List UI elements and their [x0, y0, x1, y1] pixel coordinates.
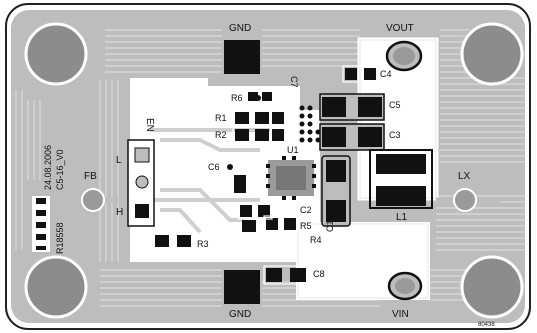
date-text: 24.08.2006: [43, 144, 53, 190]
cap-c5: [319, 93, 385, 121]
en-header: [127, 139, 155, 227]
en-label: EN: [144, 118, 155, 132]
fb-testpoint: [60, 188, 118, 212]
r1-label: R1: [215, 113, 227, 123]
drawing-number-text: 80438: [478, 322, 495, 328]
input-trace-outline: [297, 223, 429, 299]
l1-label: L1: [396, 212, 408, 223]
r3-label: R3: [197, 239, 209, 249]
via-array: [227, 95, 321, 170]
mount-holes: [24, 22, 524, 319]
c1-label: C1: [325, 220, 335, 232]
lx-label: LX: [458, 171, 471, 182]
en-low-label: L: [116, 155, 122, 166]
cap-c3: [319, 123, 385, 151]
u1-label: U1: [287, 145, 299, 155]
gnd-bottom-pad: [224, 270, 260, 304]
c4-label: C4: [380, 69, 392, 79]
board-name-text: C5-16_V0: [55, 149, 65, 190]
c6-label: C6: [208, 162, 220, 172]
trace-lines-top: [105, 29, 525, 163]
en-traces: [150, 128, 270, 234]
cap-c1: [321, 155, 351, 227]
vout-testpoint: [385, 40, 423, 72]
gnd-bottom-label: GND: [229, 309, 252, 320]
r6-label: R6: [231, 93, 243, 103]
en-high-label: H: [116, 207, 124, 218]
vin-testpoint: [387, 271, 423, 301]
c8-label: C8: [313, 269, 325, 279]
r2-label: R2: [215, 130, 227, 140]
vin-label: VIN: [392, 309, 409, 320]
c5-label: C5: [389, 100, 401, 110]
edge-connector: [32, 196, 50, 252]
trace-lines-left: [15, 80, 119, 262]
fb-label: FB: [84, 171, 97, 182]
c3-label: C3: [389, 130, 401, 140]
inductor-l1: [369, 149, 433, 209]
lx-testpoint: [436, 188, 500, 212]
r5-label: R5: [300, 221, 312, 231]
r4-label: R4: [310, 235, 322, 245]
vout-label: VOUT: [386, 23, 414, 34]
c2-label: C2: [300, 205, 312, 215]
c7-label: C7: [289, 76, 299, 88]
silk-outlines: [152, 65, 379, 285]
gnd-top-label: GND: [229, 23, 252, 34]
part-number-text: R18558: [55, 222, 65, 254]
cap-c6: [231, 172, 249, 196]
ic-u1: [266, 156, 316, 200]
small-footprints: [155, 68, 376, 282]
gnd-top-pad: [224, 40, 260, 74]
